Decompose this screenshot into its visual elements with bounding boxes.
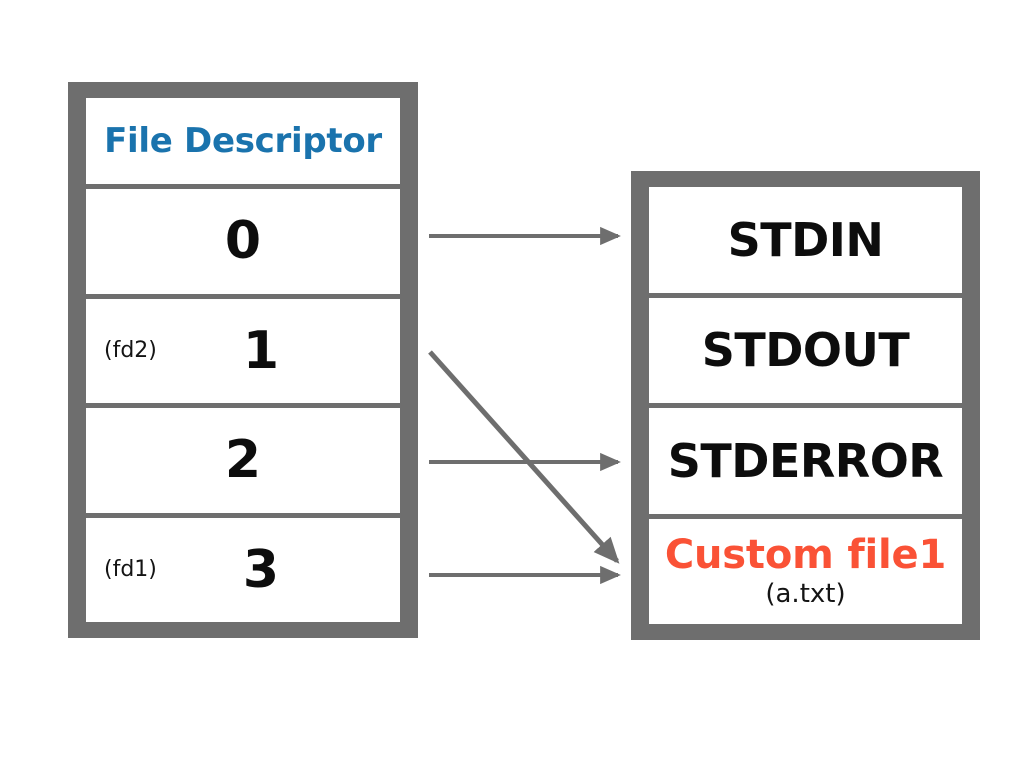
fd-row-1-alias: (fd2) — [104, 337, 157, 363]
fd-row-1-number: 1 — [242, 320, 280, 381]
stream-row-stdin-label: STDIN — [727, 212, 884, 267]
fd-row-3-number: 3 — [242, 539, 280, 600]
stream-row-stderror: STDERROR — [649, 408, 962, 514]
stream-row-custom-file1-filename: (a.txt) — [765, 579, 846, 610]
fd-row-0-number: 0 — [224, 211, 262, 272]
stream-row-stdin: STDIN — [649, 187, 962, 293]
fd-row-2-number: 2 — [224, 430, 262, 491]
file-descriptor-table-body: File Descriptor 0 (fd2) 1 2 (fd1) 3 — [86, 98, 400, 622]
stream-table: STDIN STDOUT STDERROR Custom file1 (a.tx… — [631, 171, 980, 640]
fd-row-0: 0 — [86, 189, 400, 294]
fd-row-1: (fd2) 1 — [86, 298, 400, 403]
fd-row-2: 2 — [86, 408, 400, 513]
fd-row-3: (fd1) 3 — [86, 517, 400, 622]
stream-row-custom-file1-label: Custom file1 — [664, 532, 947, 579]
stream-row-stdout-label: STDOUT — [701, 323, 910, 378]
file-descriptor-header-label: File Descriptor — [104, 121, 382, 161]
stream-row-stdout: STDOUT — [649, 297, 962, 403]
file-descriptor-header-row: File Descriptor — [86, 98, 400, 184]
file-descriptor-table: File Descriptor 0 (fd2) 1 2 (fd1) 3 — [68, 82, 418, 638]
stream-row-stderror-label: STDERROR — [667, 433, 944, 488]
fd-row-3-alias: (fd1) — [104, 556, 157, 582]
stream-row-custom-file1: Custom file1 (a.txt) — [649, 518, 962, 624]
stream-table-body: STDIN STDOUT STDERROR Custom file1 (a.tx… — [649, 187, 962, 624]
arrow-fd1-to-custom-file1 — [428, 350, 620, 564]
